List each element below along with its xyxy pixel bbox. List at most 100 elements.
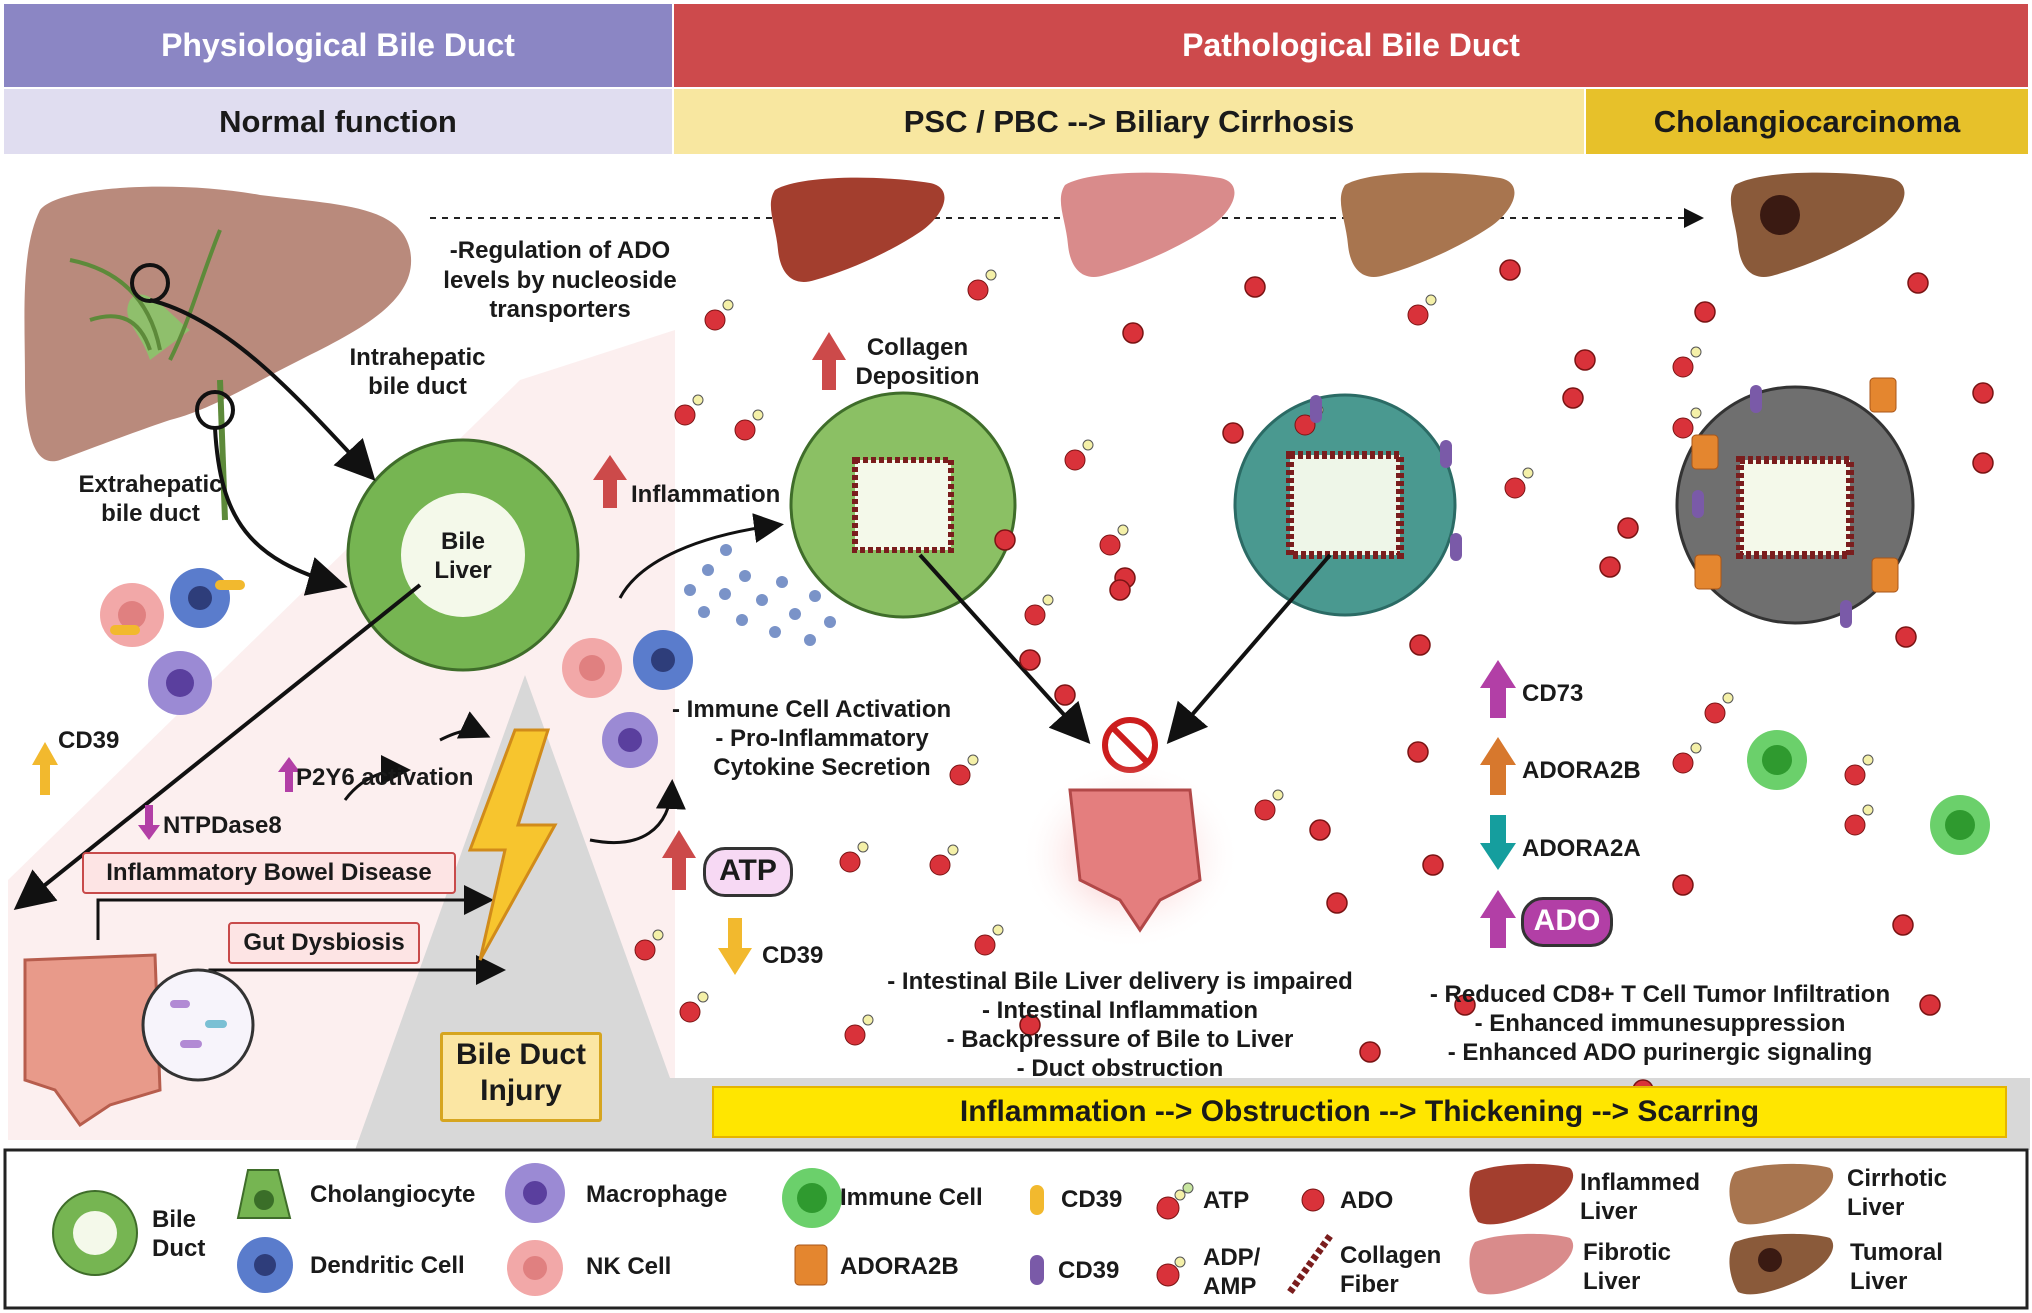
immune-activation-label-2: - Pro-Inflammatory	[715, 725, 929, 752]
atp-molecule-icon	[634, 269, 1874, 1046]
adora2a-label: ADORA2A	[1522, 835, 1641, 862]
pathological-header: Pathological Bile Duct	[674, 4, 2028, 87]
legend-inflamed-liver-2: Liver	[1580, 1198, 1638, 1225]
ado-badge	[1521, 897, 1613, 947]
legend-macrophage-icon	[505, 1163, 565, 1223]
nk-cell-icon-2	[562, 638, 622, 698]
legend-nk-cell-icon	[507, 1240, 563, 1296]
legend-collagen-fiber-2: Fiber	[1340, 1271, 1399, 1298]
legend-immune-cell: Immune Cell	[840, 1184, 983, 1211]
legend-adora2b: ADORA2B	[840, 1253, 959, 1280]
legend-ado-icon	[1301, 1188, 1325, 1212]
physiological-header: Physiological Bile Duct	[4, 4, 672, 87]
immune-activation-label-3: Cytokine Secretion	[713, 754, 931, 781]
regulation-text-1: -Regulation of ADO	[449, 237, 671, 264]
legend-cd39-purple: CD39	[1058, 1257, 1120, 1284]
immune-cell-icon	[1747, 730, 1807, 790]
fibrotic-liver-icon	[1060, 172, 1235, 277]
ado-molecule-icon	[994, 259, 1994, 1101]
bile-liver-label-2: Liver	[434, 557, 492, 584]
dendritic-cell-icon	[170, 568, 245, 628]
intestinal-effects-2: - Intestinal Inflammation	[981, 997, 1259, 1024]
collagen-up-arrow	[812, 332, 846, 390]
cytokine-dots	[684, 544, 836, 646]
cd73-label: CD73	[1522, 680, 1584, 707]
extrahepatic-label-1: Extrahepatic	[78, 471, 223, 498]
progression-banner-bg	[712, 1086, 2007, 1138]
legend-adora2b-icon	[794, 1244, 828, 1286]
legend-inflamed-liver-1: Inflammed	[1580, 1169, 1701, 1196]
legend-ado: ADO	[1340, 1187, 1394, 1214]
legend-box	[3, 1148, 2029, 1310]
immune-cell-icon-2	[1930, 795, 1990, 855]
ibd-label: Inflammatory Bowel Disease	[82, 852, 456, 894]
adora2a-down-arrow	[1480, 815, 1516, 870]
legend-cd39-yellow-icon	[1030, 1185, 1044, 1215]
progression-banner: Inflammation --> Obstruction --> Thicken…	[959, 1095, 1760, 1128]
intestine-icon-2	[23, 953, 162, 1128]
legend-cirrhotic-liver-icon	[1729, 1163, 1834, 1225]
legend-nk-cell: NK Cell	[586, 1253, 672, 1280]
legend-cirrhotic-liver-2: Liver	[1847, 1194, 1905, 1221]
psc-pbc-bar: PSC / PBC --> Biliary Cirrhosis	[674, 89, 1584, 154]
dendritic-cell-icon-2	[633, 630, 693, 690]
cd39-down-label: CD39	[762, 942, 824, 969]
legend-adp-amp-1: ADP/	[1203, 1244, 1261, 1271]
macrophage-icon-2	[602, 712, 658, 768]
gut-dysbiosis-label: Gut Dysbiosis	[228, 922, 420, 964]
tumor-effects-1: - Reduced CD8+ T Cell Tumor Infiltration	[1429, 981, 1891, 1008]
inflammation-label: Inflammation	[631, 481, 781, 508]
cholangiocarcinoma-bar: Cholangiocarcinoma	[1586, 89, 2028, 154]
normal-function-bar: Normal function	[4, 89, 672, 154]
no-entry-icon	[1102, 717, 1158, 773]
cd39-up-arrow	[32, 742, 58, 795]
tumor-effects-2: - Enhanced immunesuppression	[1474, 1010, 1846, 1037]
bile-duct-injury-box	[440, 1032, 602, 1122]
legend-atp: ATP	[1203, 1187, 1250, 1214]
legend-bile-duct-icon	[52, 1190, 138, 1276]
nk-cell-icon	[100, 583, 164, 647]
ntpdase8-label: NTPDase8	[163, 812, 282, 839]
inflamed-bile-duct-icon	[789, 391, 1017, 619]
cirrhotic-liver-icon	[1340, 172, 1515, 277]
legend-cd39-yellow: CD39	[1061, 1186, 1123, 1213]
bile-duct-icon	[346, 438, 580, 672]
bile-liver-label-1: Bile	[440, 528, 485, 555]
legend-dendritic-cell: Dendritic Cell	[310, 1252, 465, 1279]
legend-cholangiocyte-icon	[236, 1169, 292, 1219]
legend-immune-cell-icon	[782, 1168, 842, 1228]
legend-cholangiocyte: Cholangiocyte	[310, 1181, 476, 1208]
microbiota-circle	[141, 968, 255, 1082]
lightning-icon	[467, 728, 558, 961]
ado-label: ADO	[1533, 904, 1601, 937]
regulation-text-3: transporters	[489, 296, 631, 323]
collagen-label-1: Collagen	[866, 334, 969, 361]
immune-activation-label-1: - Immune Cell Activation	[672, 696, 952, 723]
bile-duct-injury-label-2: Injury	[480, 1074, 562, 1107]
legend-collagen-fiber-1: Collagen	[1340, 1242, 1442, 1269]
legend-cd39-purple-icon	[1030, 1255, 1044, 1285]
legend-tumoral-liver-2: Liver	[1850, 1268, 1908, 1295]
p2y6-up-arrow	[278, 757, 300, 792]
bile-duct-injury-label-1: Bile Duct	[455, 1038, 587, 1071]
legend-bile-duct-2: Duct	[152, 1235, 206, 1262]
legend-adp-amp-icon	[1156, 1256, 1186, 1287]
p2y6-label: P2Y6 activation	[296, 764, 474, 791]
cd39-purple-icon	[1310, 385, 1852, 628]
liver-icon	[24, 186, 412, 521]
collagen-label-2: Deposition	[855, 363, 980, 390]
legend-macrophage: Macrophage	[586, 1181, 728, 1208]
legend-collagen-fiber-icon	[1287, 1233, 1333, 1295]
legend-tumoral-liver-icon	[1729, 1233, 1834, 1295]
legend-fibrotic-liver-1: Fibrotic	[1583, 1239, 1671, 1266]
atp-label: ATP	[719, 854, 777, 887]
regulation-text-2: levels by nucleoside	[443, 267, 677, 294]
inflammation-up-arrow	[593, 455, 627, 508]
legend-dendritic-cell-icon	[237, 1237, 293, 1293]
adora2b-label: ADORA2B	[1522, 757, 1641, 784]
adora2b-receptor-icon	[1691, 377, 1899, 593]
atp-up-arrow	[662, 830, 696, 890]
legend-fibrotic-liver-icon	[1469, 1233, 1574, 1295]
intestinal-effects-3: - Backpressure of Bile to Liver	[946, 1026, 1294, 1053]
